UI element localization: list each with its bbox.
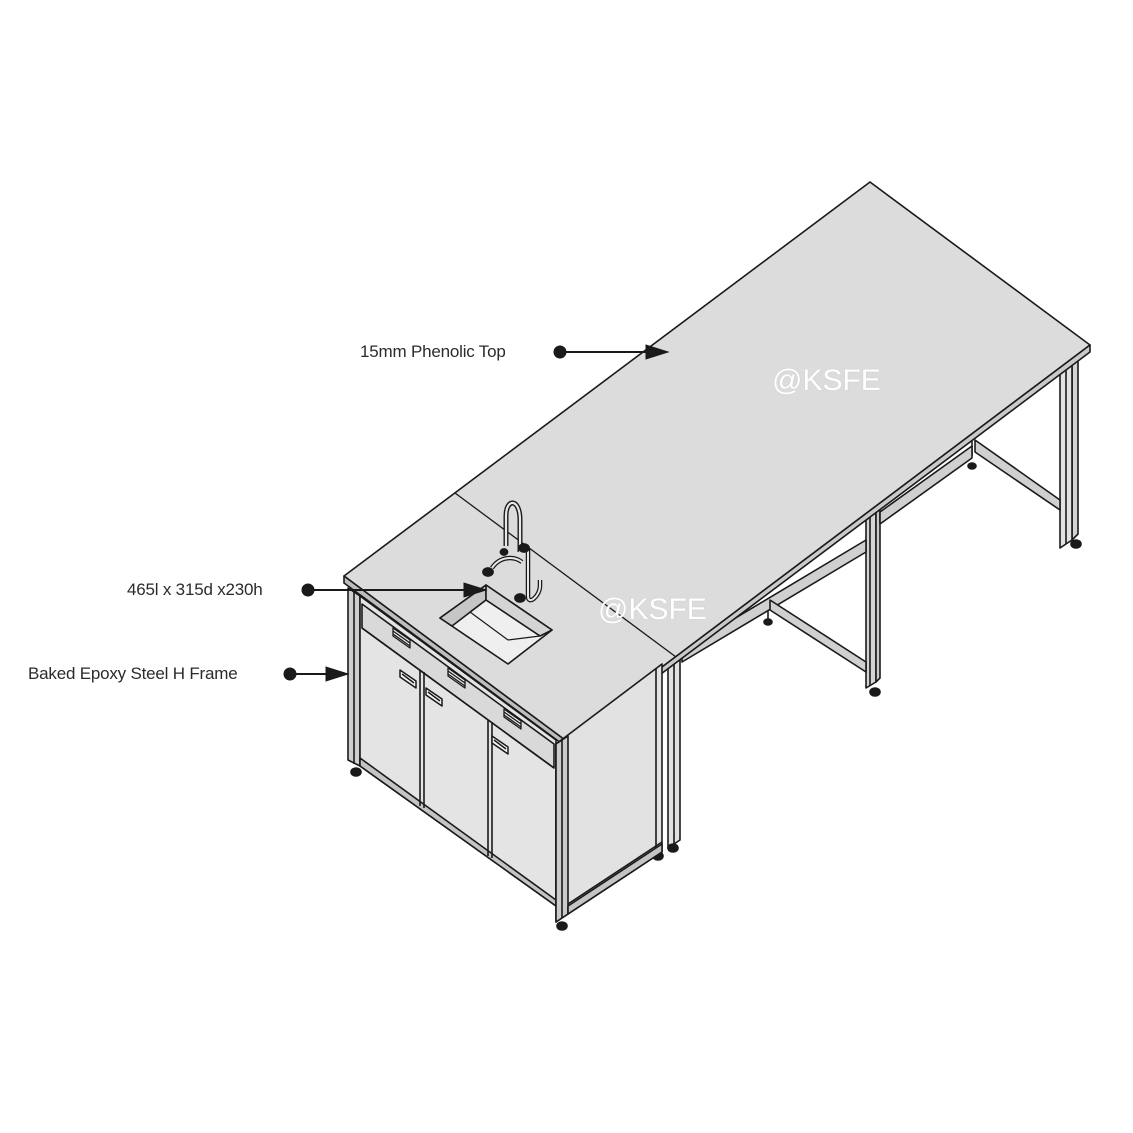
sink-bowl xyxy=(439,584,553,665)
watermark-lower: @KSFE xyxy=(598,593,707,626)
door-handles xyxy=(399,669,509,755)
callout-label-frame: Baked Epoxy Steel H Frame xyxy=(28,664,238,683)
leader-top xyxy=(553,344,670,360)
callout-label-sink: 465l x 315d x230h xyxy=(127,580,263,599)
gooseneck-faucet xyxy=(482,500,543,603)
phenolic-worktop xyxy=(343,181,1091,747)
callout-label-top: 15mm Phenolic Top xyxy=(360,342,506,361)
right-table-frame xyxy=(652,355,1082,861)
leader-frame xyxy=(283,666,350,682)
callout-leaders xyxy=(283,344,670,682)
leader-sink xyxy=(301,582,488,598)
sink-cabinet xyxy=(347,587,663,931)
watermark-upper: @KSFE xyxy=(772,364,881,397)
drawer-vents xyxy=(392,627,522,730)
